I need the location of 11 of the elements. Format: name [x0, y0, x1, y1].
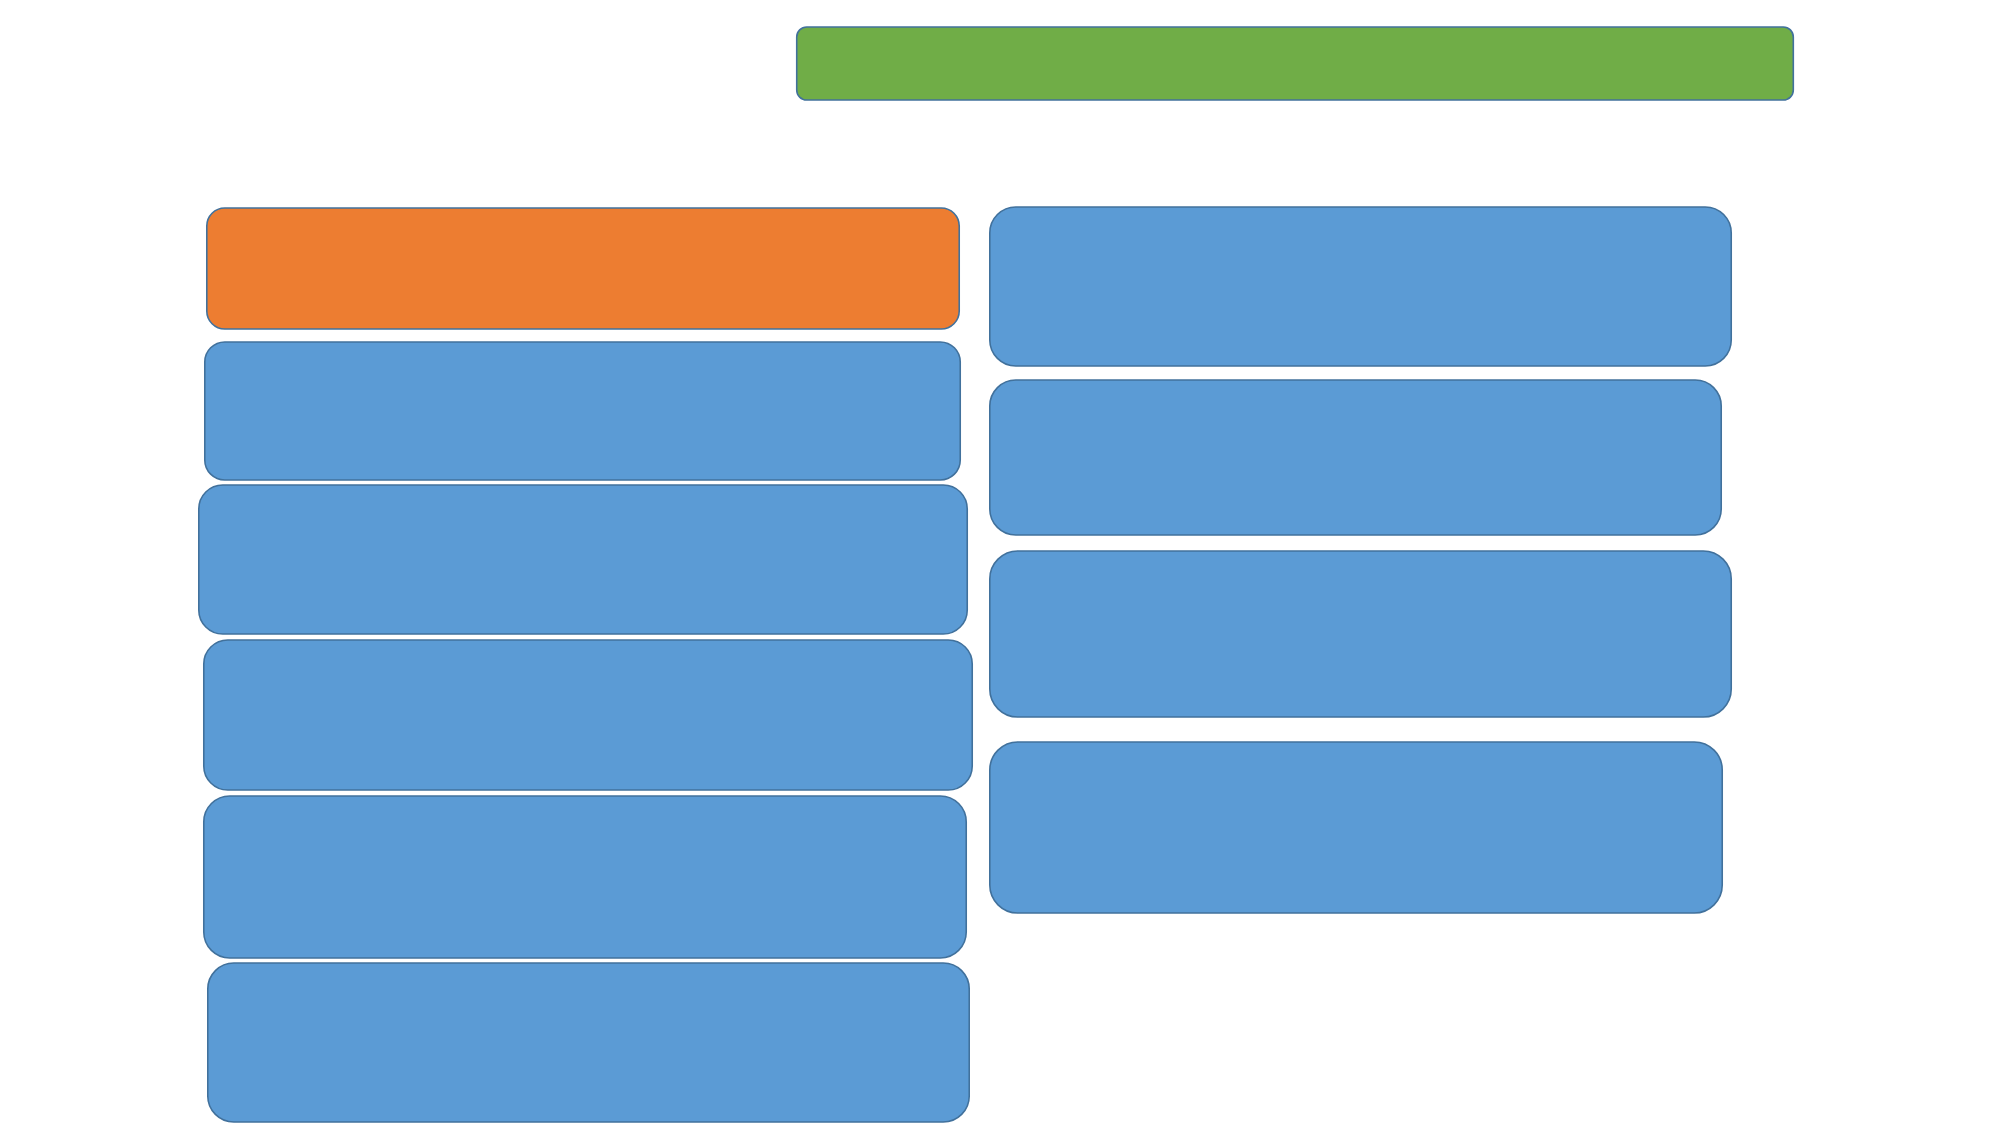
rounded-box	[203, 639, 973, 791]
rounded-box	[989, 550, 1733, 718]
rounded-box	[198, 484, 969, 635]
rounded-box	[203, 795, 968, 959]
rounded-box	[989, 379, 1722, 536]
rounded-box	[206, 207, 960, 330]
rounded-box	[207, 962, 971, 1123]
rounded-box	[989, 741, 1723, 914]
rounded-box	[795, 26, 1795, 101]
rounded-box	[204, 341, 962, 481]
rounded-box	[989, 206, 1733, 367]
